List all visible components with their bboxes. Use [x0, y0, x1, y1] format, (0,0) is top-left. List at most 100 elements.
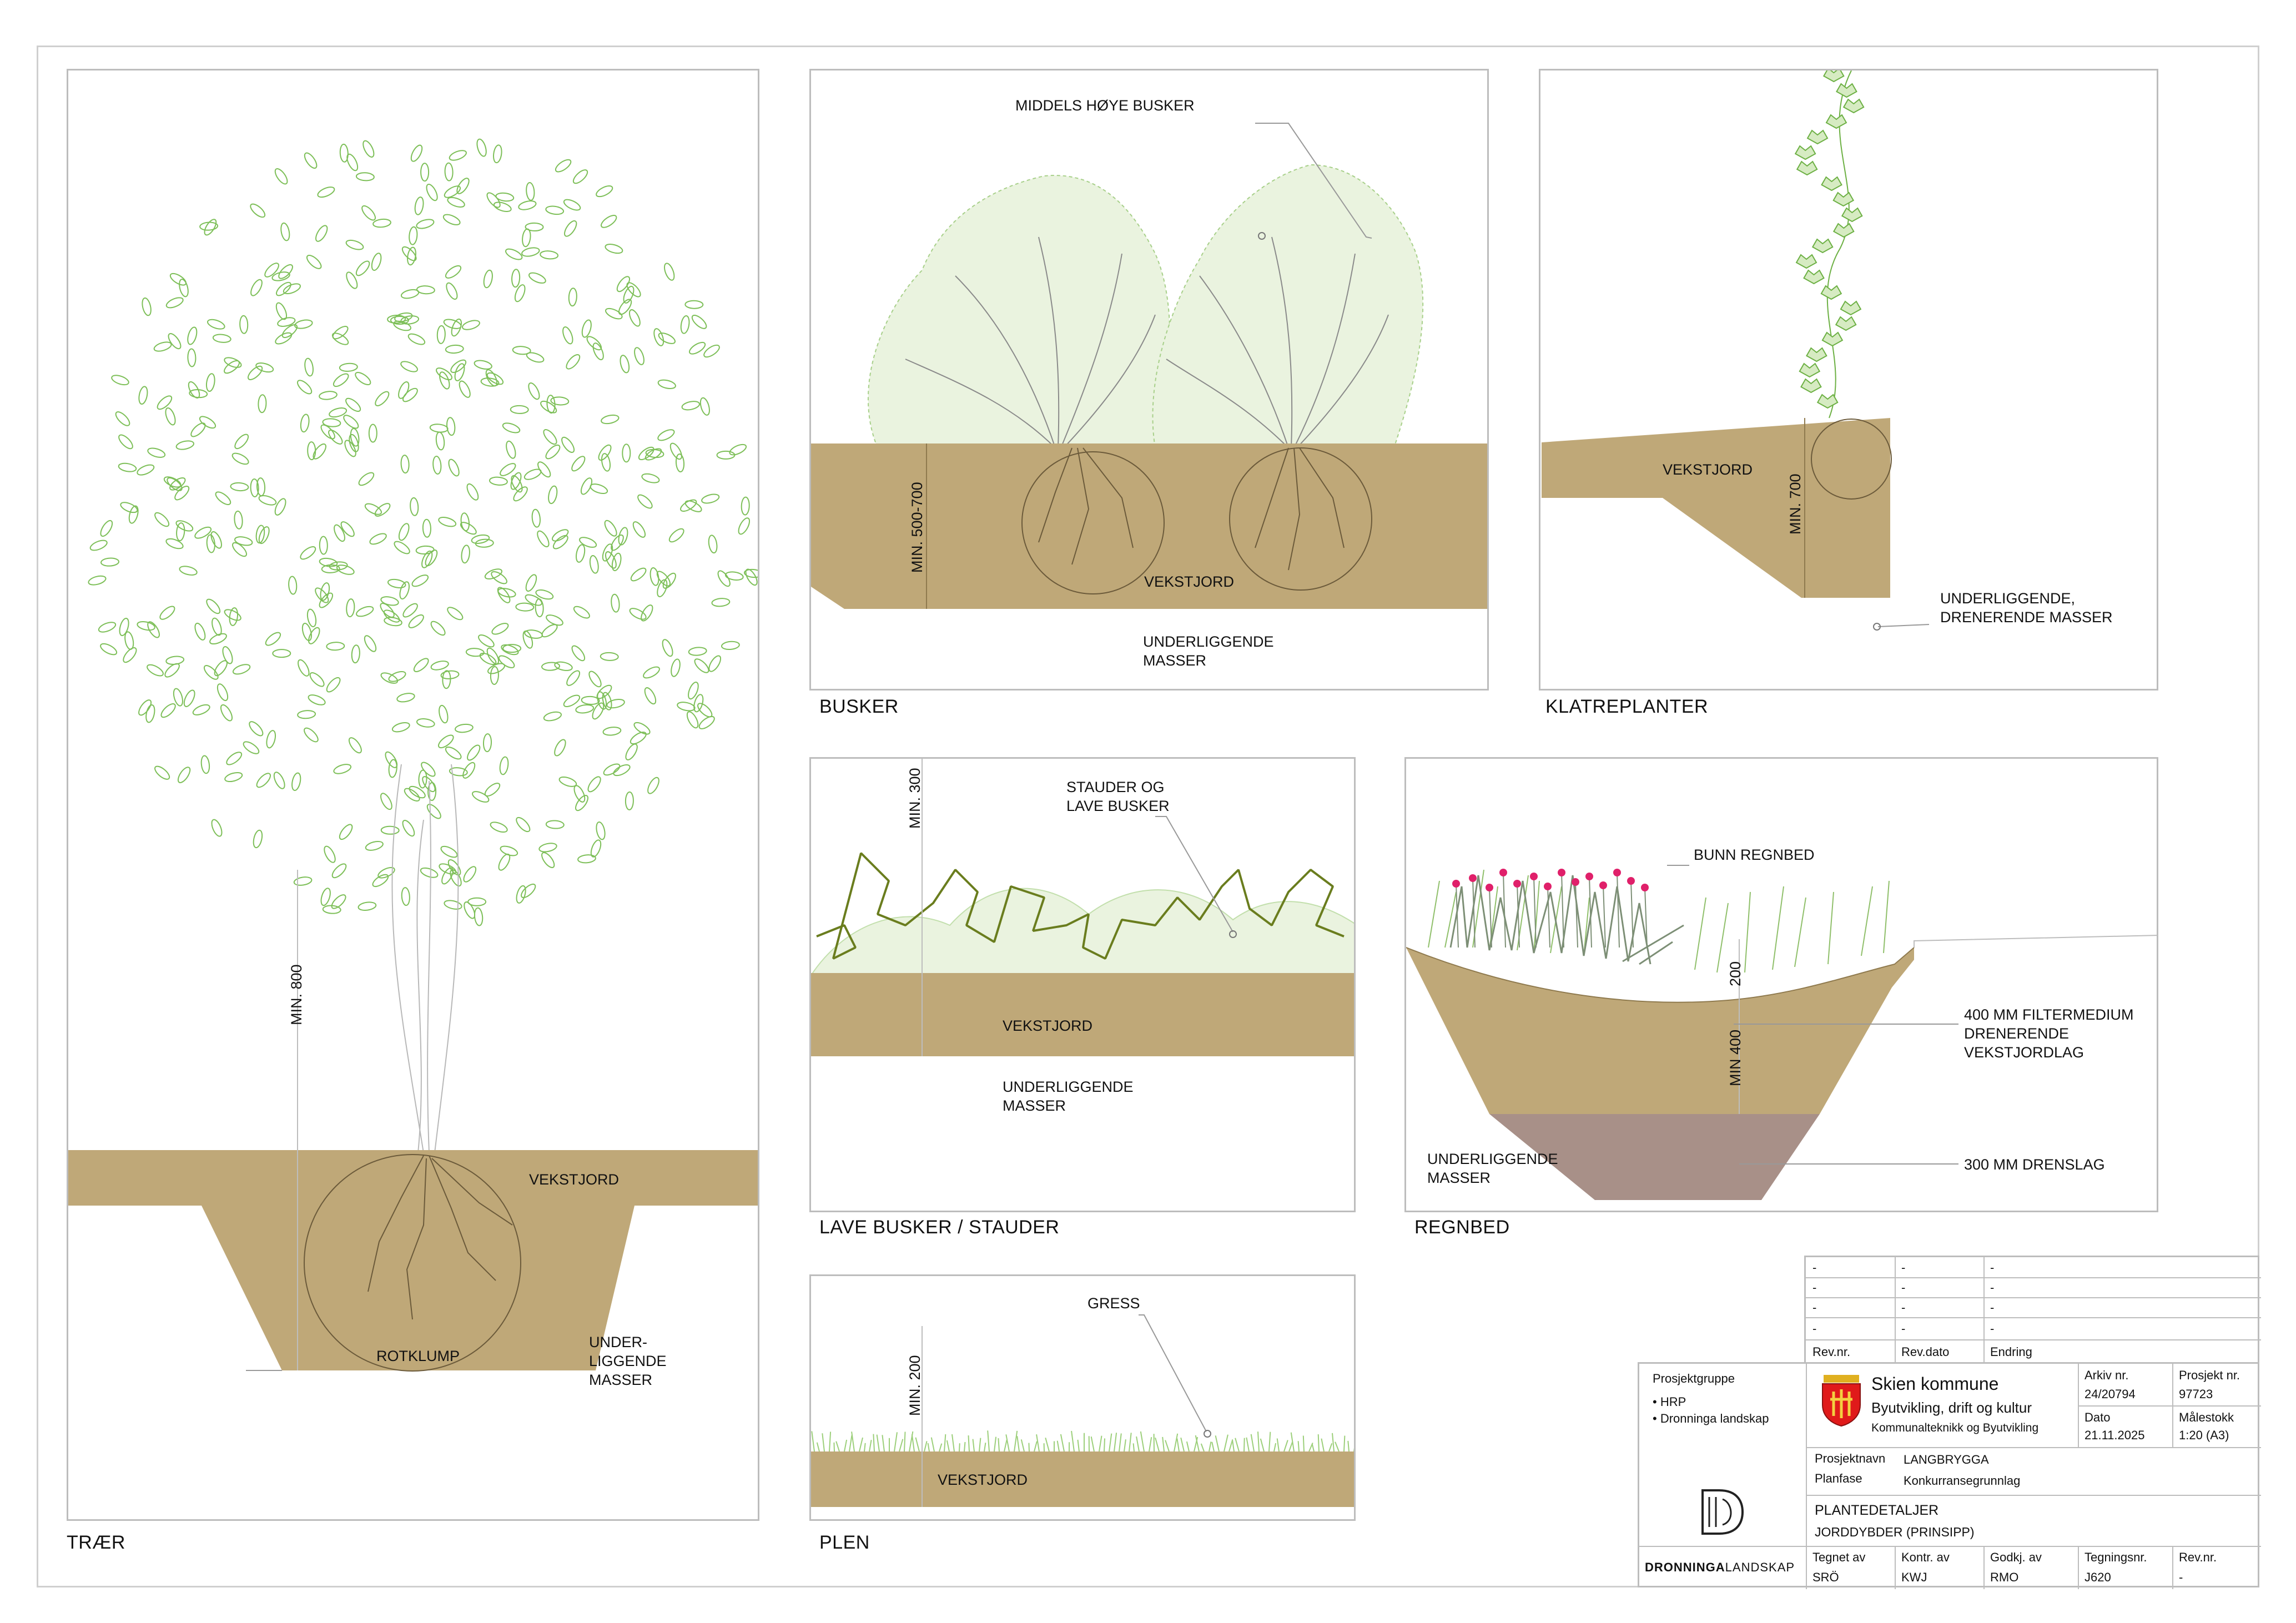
tree-leaf [320, 424, 335, 440]
tree-leaf [211, 819, 223, 837]
grass-blade [1099, 1435, 1102, 1452]
lave-soil-label: VEKSTJORD [1003, 1017, 1092, 1034]
tree-leaf [528, 272, 546, 284]
tree-leaf [154, 765, 170, 780]
tree-leaf [484, 568, 502, 579]
tree-leaf [437, 734, 454, 749]
tree-leaf [436, 325, 446, 344]
tree-leaf [546, 614, 563, 626]
tree-leaf [304, 357, 314, 377]
tree-leaf [358, 472, 375, 486]
tree-leaf [234, 536, 253, 546]
tree-leaf [521, 247, 540, 257]
tree-leaf [271, 271, 290, 281]
grass-blade [994, 1436, 997, 1452]
tree-leaf [708, 535, 718, 554]
tree-leaf [461, 545, 470, 564]
tree-leaf [471, 791, 490, 803]
rev-row1-nr: - [1812, 1261, 1817, 1274]
tree-leaf [675, 453, 685, 472]
tree-leaf [401, 246, 417, 261]
vine-leaf [1821, 176, 1842, 191]
tree-leaf [478, 634, 495, 648]
allium-head [1544, 883, 1552, 890]
tree-leaf [474, 907, 484, 926]
tree-leaf [329, 407, 348, 418]
tree-leaf [445, 747, 462, 760]
tree-leaf [677, 702, 696, 712]
regnbed-bunn-label: BUNN REGNBED [1694, 846, 1815, 863]
tree-leaf [265, 632, 281, 646]
tree-leaf [571, 645, 586, 662]
allium-head [1558, 869, 1565, 876]
tree-leaf [231, 452, 249, 465]
tree-leaf [439, 371, 450, 390]
tb-kontr-value: KWJ [1901, 1570, 1927, 1584]
tree-leaf [339, 362, 358, 372]
tree-leaf [701, 493, 720, 504]
tree-leaf [545, 205, 565, 215]
tree-leaf [548, 485, 558, 505]
tree-leaf [429, 424, 449, 433]
soil-wall [1542, 418, 1890, 598]
vine-stem [1826, 70, 1852, 419]
tree-leaf [167, 477, 183, 491]
tree-leaf [100, 557, 119, 567]
tree-leaf [662, 572, 676, 589]
grass-blade [998, 1438, 1000, 1452]
tree-leaf [657, 429, 675, 441]
tree-leaf [307, 441, 316, 461]
tree-leaf [345, 239, 364, 250]
tree-leaf [317, 187, 335, 198]
tb-group-label: Prosjektgruppe [1653, 1372, 1735, 1385]
grass-blade [1140, 1431, 1145, 1452]
grass-blade [951, 1434, 955, 1452]
tree-leaf [362, 140, 375, 158]
vine-leaf [1796, 160, 1818, 176]
allium-head [1499, 869, 1507, 876]
rootball-left [1021, 451, 1165, 594]
regnbed-drain-label: 300 MM DRENSLAG [1964, 1156, 2105, 1173]
tb-prosjektnavn-label: Prosjektnavn [1815, 1451, 1886, 1465]
rootball [1811, 419, 1892, 500]
tree-leaf [404, 788, 420, 802]
tree-leaf [326, 677, 341, 693]
tree-leaf [522, 228, 531, 248]
tree-leaf [724, 571, 744, 581]
tree-leaf [506, 440, 516, 459]
tree-leaf [418, 769, 427, 789]
grass-blade [1332, 1433, 1335, 1452]
tree-leaf [361, 205, 376, 221]
lave-plants-label-2: LAVE BUSKER [1066, 798, 1170, 814]
grass-blade [822, 1433, 825, 1452]
busker-under-label-1: UNDERLIGGENDE [1143, 633, 1274, 650]
title-busker: BUSKER [819, 696, 899, 717]
tree-leaf [212, 617, 222, 636]
tree-leaf [372, 218, 391, 228]
tree-leaf [409, 226, 418, 245]
grass-blade [1200, 1443, 1205, 1452]
busker-section-drawing: MIN. 500-700 VEKSTJORD UNDERLIGGENDE MAS… [811, 97, 1487, 669]
tree-leaf [498, 853, 511, 871]
tree-leaf [596, 684, 612, 699]
tree-leaf [550, 396, 570, 406]
tree-leaf [460, 512, 470, 532]
tree-leaf [326, 642, 345, 651]
filter-layer [1406, 947, 1914, 1114]
tree-leaf [426, 183, 438, 201]
tree-leaf [124, 631, 134, 650]
tree-leaf [552, 529, 569, 542]
grass-blade [944, 1434, 946, 1452]
tree-leaf [459, 380, 471, 398]
grass-blade [1209, 1441, 1212, 1452]
tree-leaf [510, 405, 529, 414]
tree-leaf [443, 319, 462, 329]
tree-leaf [224, 360, 240, 374]
tree-leaf [708, 655, 722, 672]
tree-leaf [164, 663, 180, 678]
grass-blade [864, 1443, 866, 1452]
tree-leaf [177, 767, 191, 783]
tree-leaf [645, 448, 662, 461]
tb-tegningsnr-value: J620 [2084, 1570, 2111, 1584]
tb-tegningsnr-label: Tegningsnr. [2084, 1550, 2147, 1564]
